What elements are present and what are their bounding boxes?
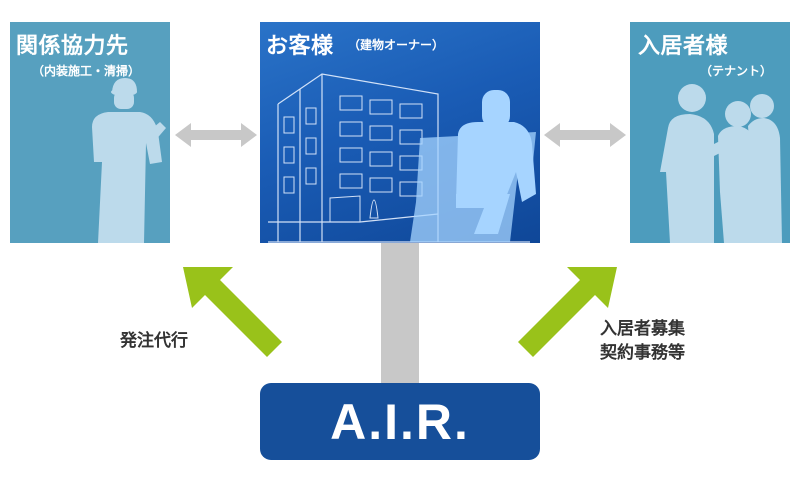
tenants-subtitle: （テナント） bbox=[700, 64, 773, 78]
partners-title: 関係協力先 bbox=[16, 34, 129, 59]
air-box: A.I.R. bbox=[260, 383, 540, 460]
partners-subtitle: （内装施工・清掃） bbox=[32, 64, 141, 78]
ordering-arrow-icon bbox=[183, 267, 282, 357]
owner-air-connector bbox=[381, 243, 419, 385]
tenant-services-line-1: 入居者募集 bbox=[600, 319, 685, 339]
tenants-panel: 入居者様 （テナント） bbox=[630, 22, 790, 243]
owner-tenants-double-arrow-icon bbox=[544, 123, 626, 147]
building-owner-illustration-icon bbox=[268, 73, 536, 243]
worker-silhouette-icon bbox=[92, 78, 166, 243]
partners-owner-double-arrow-icon bbox=[175, 123, 257, 147]
owner-title: お客様 bbox=[266, 34, 334, 59]
owner-subtitle: （建物オーナー） bbox=[348, 38, 445, 52]
tenant-services-line-2: 契約事務等 bbox=[600, 343, 685, 363]
seated-owner-silhouette-icon bbox=[410, 90, 536, 242]
partners-panel: 関係協力先 （内装施工・清掃） bbox=[10, 22, 170, 243]
tenant-services-label: 入居者募集 契約事務等 bbox=[600, 317, 685, 365]
air-label: A.I.R. bbox=[330, 393, 470, 450]
ordering-label: 発注代行 bbox=[120, 331, 188, 351]
tenant-services-arrow-icon bbox=[518, 267, 617, 357]
tenants-title: 入居者様 bbox=[638, 34, 729, 59]
family-silhouette-icon bbox=[660, 84, 782, 243]
owner-panel: お客様 （建物オーナー） bbox=[260, 22, 540, 243]
